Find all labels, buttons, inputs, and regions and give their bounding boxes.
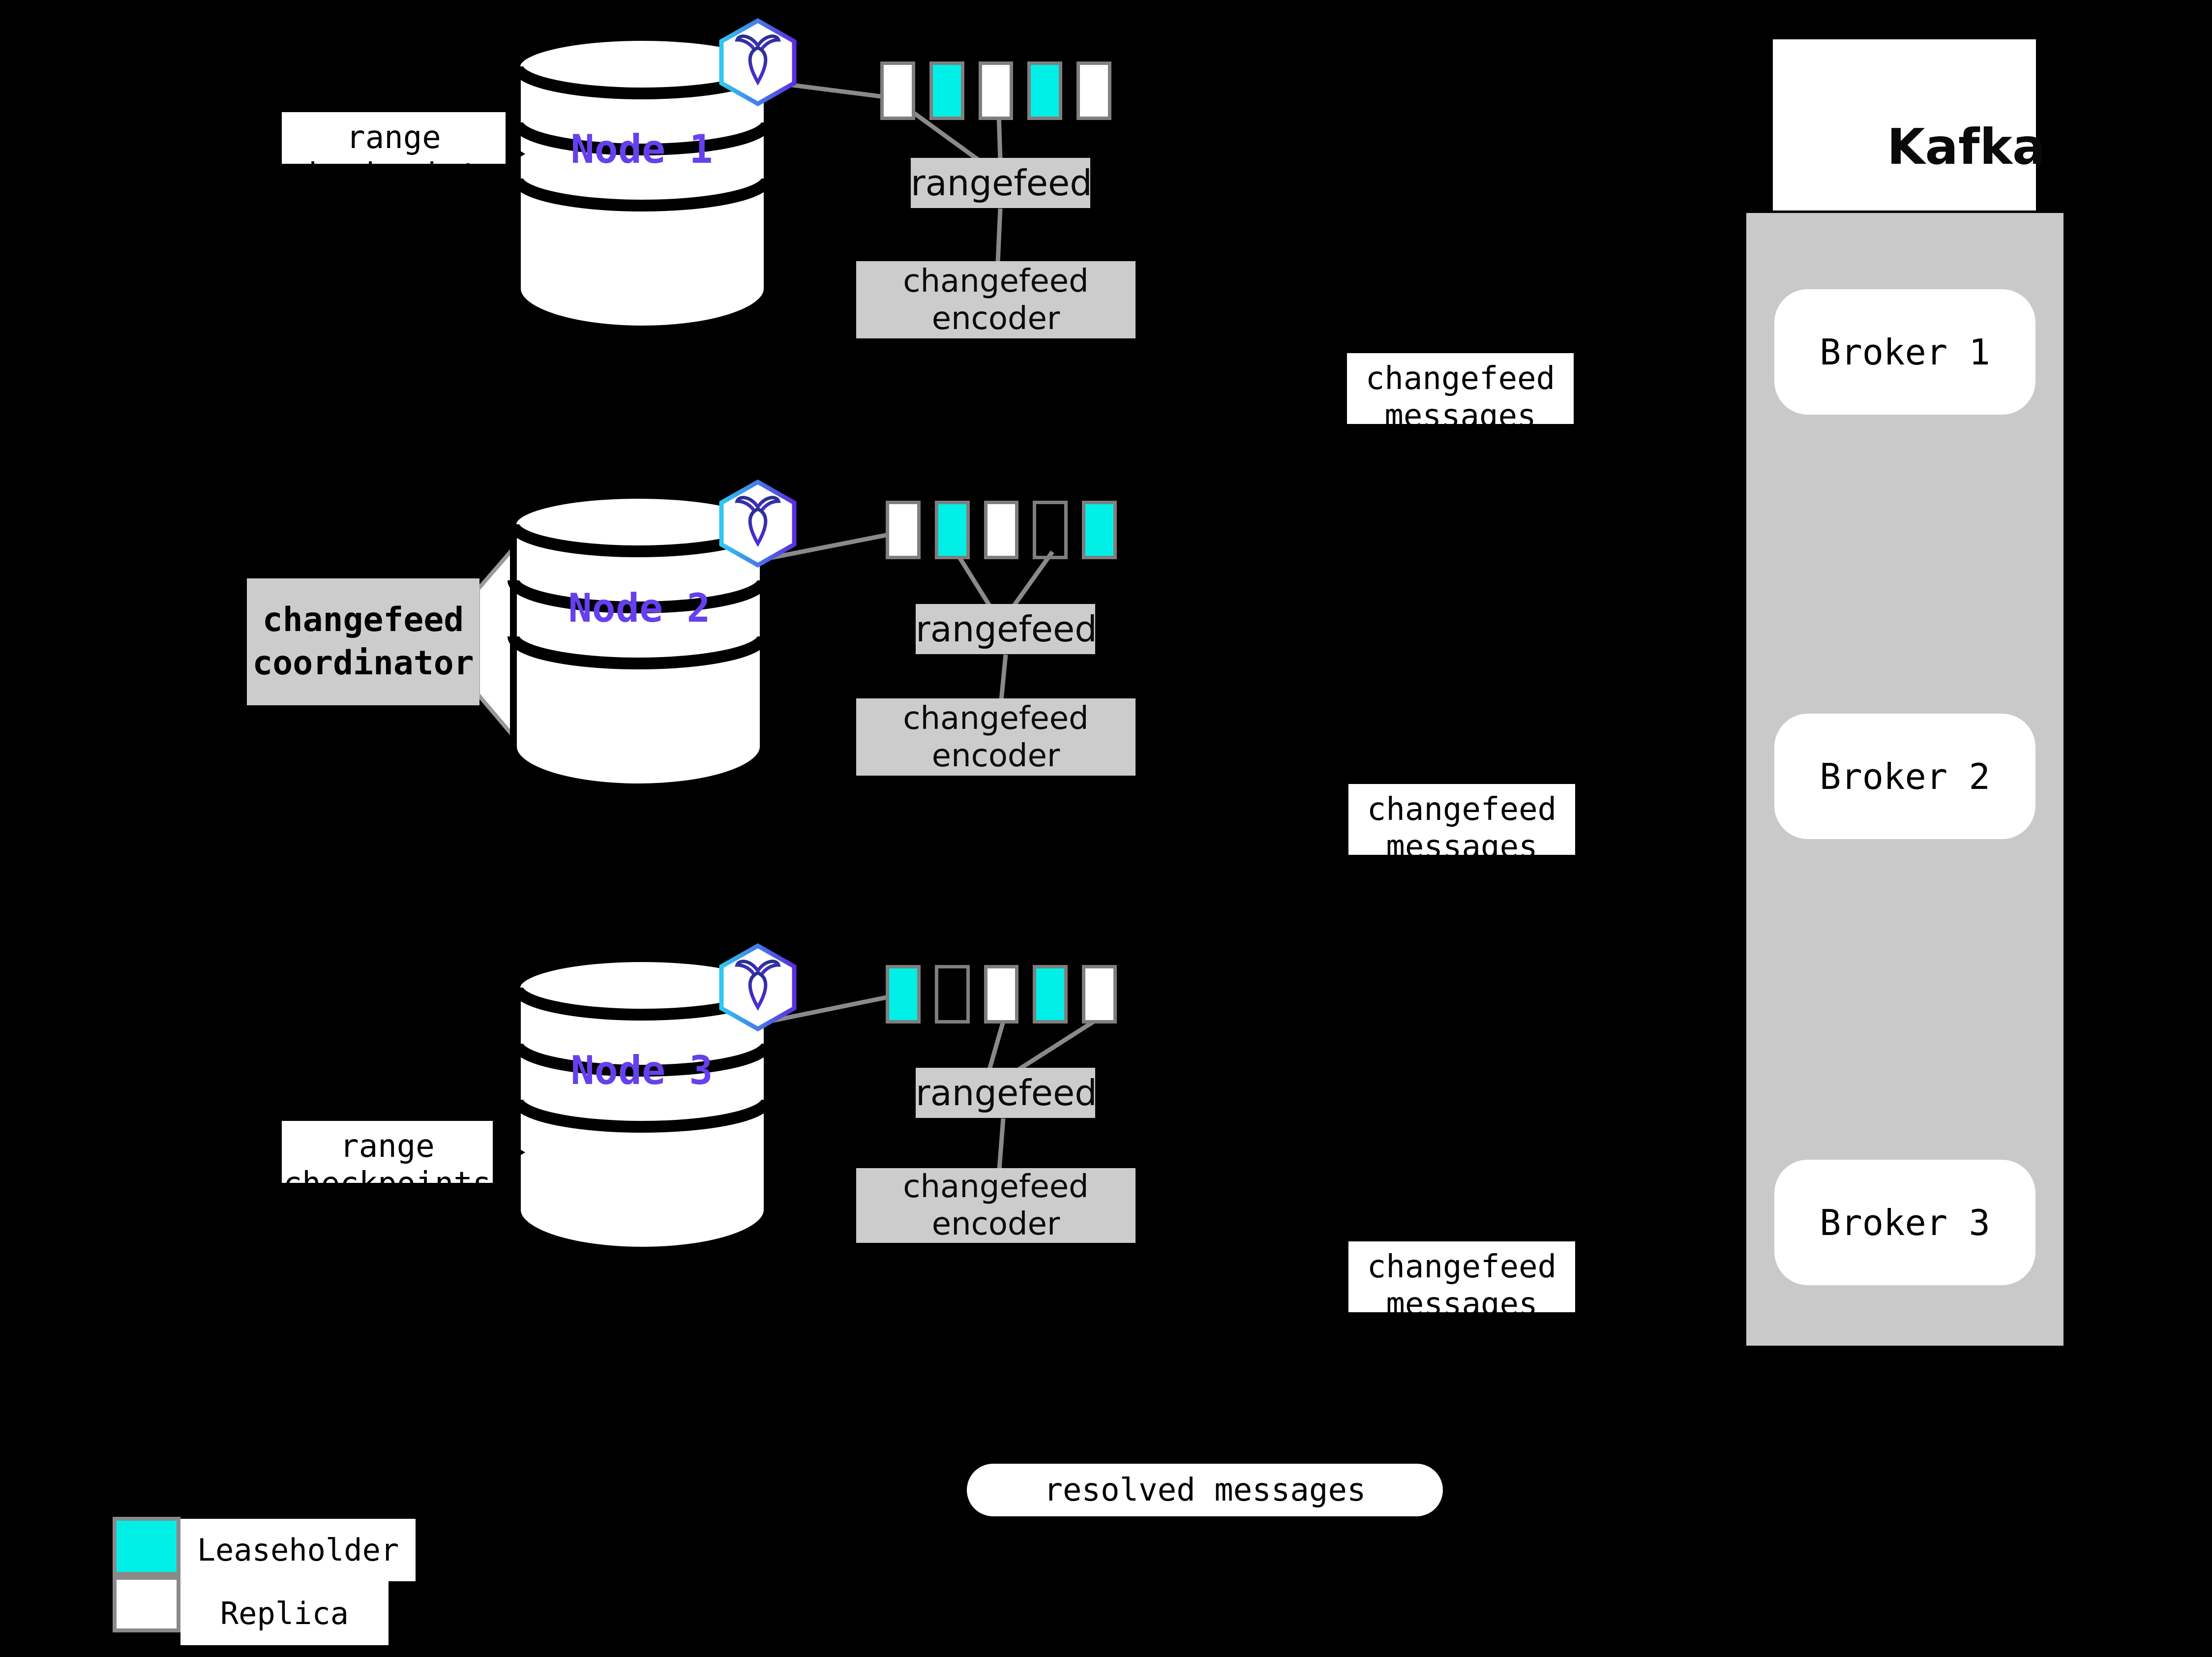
range-cell bbox=[1033, 965, 1068, 1024]
node2-cylinder-icon bbox=[508, 493, 769, 790]
range-cell bbox=[880, 61, 915, 120]
range-cell bbox=[886, 501, 921, 559]
range-cell bbox=[1027, 61, 1063, 120]
messages-line2: messages bbox=[1386, 1286, 1538, 1312]
line-rangefeed-to-encoder-3 bbox=[997, 1118, 1006, 1170]
line-range2-to-rangefeed-2 bbox=[954, 550, 991, 607]
range-cell bbox=[886, 965, 921, 1024]
broker-1-label: Broker 1 bbox=[1820, 331, 1990, 373]
cockroachdb-logo-node1 bbox=[719, 18, 797, 107]
rangefeed-box-node1: rangefeed bbox=[911, 158, 1092, 208]
rangefeed-box-node2: rangefeed bbox=[916, 604, 1097, 654]
range-checkpoints-line2: checkpoints bbox=[282, 1165, 493, 1183]
range-cell bbox=[929, 61, 964, 120]
node3-cylinder-icon bbox=[511, 956, 773, 1254]
legend-label-leaseholder: Leaseholder bbox=[180, 1519, 416, 1581]
line-rangefeed-to-encoder-2 bbox=[999, 654, 1008, 701]
line-range4-to-rangefeed-2 bbox=[1012, 550, 1054, 607]
broker-3-label: Broker 3 bbox=[1820, 1202, 1990, 1243]
coordinator-line2: coordinator bbox=[252, 644, 474, 683]
range-cell bbox=[934, 965, 970, 1024]
node-2-ranges bbox=[886, 501, 1117, 559]
range-checkpoints-line1: range bbox=[340, 1128, 435, 1165]
node-2-label: Node 2 bbox=[568, 585, 711, 631]
cockroachdb-logo-node3 bbox=[719, 943, 797, 1032]
range-cell bbox=[984, 965, 1019, 1024]
changefeed-encoder-box-node1: changefeed encoder bbox=[856, 261, 1136, 338]
line-range5-to-rangefeed-3 bbox=[1017, 1016, 1101, 1071]
connector-lines bbox=[768, 80, 1101, 1170]
changefeed-messages-label-2: changefeed messages bbox=[1348, 784, 1575, 855]
encoder-line1: changefeed bbox=[903, 263, 1089, 300]
legend-swatch-leaseholder bbox=[113, 1517, 180, 1576]
range-checkpoints-line1: range bbox=[346, 120, 441, 156]
range-checkpoints-line2: checkpoints bbox=[282, 156, 506, 164]
broker-2-label: Broker 2 bbox=[1820, 755, 1990, 797]
range-cell bbox=[1033, 501, 1068, 559]
range-cell bbox=[978, 61, 1014, 120]
changefeed-encoder-box-node3: changefeed encoder bbox=[856, 1168, 1136, 1243]
changefeed-messages-label-1: changefeed messages bbox=[1347, 353, 1574, 424]
node1-cylinder-icon bbox=[511, 35, 773, 332]
cockroachdb-logo-node2 bbox=[719, 479, 797, 568]
legend-swatch-replica bbox=[113, 1576, 180, 1632]
encoder-line1: changefeed bbox=[903, 1169, 1089, 1205]
kafka-logo-card: Kafka bbox=[1773, 39, 2045, 211]
coordinator-line1: changefeed bbox=[262, 601, 464, 639]
changefeed-encoder-box-node2: changefeed encoder bbox=[856, 698, 1136, 776]
messages-line2: messages bbox=[1384, 398, 1536, 424]
broker-1-box: Broker 1 bbox=[1774, 289, 2035, 415]
node-3-ranges bbox=[886, 965, 1117, 1024]
line-range3-to-rangefeed-3 bbox=[987, 1017, 1007, 1070]
line-range1-to-rangefeed-1 bbox=[911, 110, 979, 161]
legend-label-replica: Replica bbox=[180, 1581, 389, 1645]
range-cell bbox=[1082, 965, 1117, 1024]
changefeed-messages-label-3: changefeed messages bbox=[1348, 1241, 1575, 1312]
arrowhead-into-node3 bbox=[510, 1144, 525, 1161]
broker-3-box: Broker 3 bbox=[1774, 1160, 2035, 1285]
changefeed-coordinator-box: changefeed coordinator bbox=[247, 578, 479, 705]
rangefeed-box-node3: rangefeed bbox=[916, 1068, 1097, 1118]
messages-line1: changefeed bbox=[1367, 791, 1557, 828]
line-range3-to-rangefeed-1 bbox=[996, 114, 1003, 160]
range-cell bbox=[1082, 501, 1117, 559]
encoder-line1: changefeed bbox=[903, 700, 1089, 737]
resolved-messages-pill: resolved messages bbox=[967, 1464, 1443, 1516]
range-cell bbox=[984, 501, 1019, 559]
encoder-line2: encoder bbox=[931, 737, 1060, 774]
encoder-line2: encoder bbox=[931, 1206, 1060, 1242]
messages-line2: messages bbox=[1386, 829, 1538, 855]
range-checkpoints-label-node3: range checkpoints bbox=[282, 1121, 493, 1183]
line-node2-to-range bbox=[768, 533, 887, 561]
messages-line1: changefeed bbox=[1367, 1249, 1557, 1285]
messages-line1: changefeed bbox=[1365, 361, 1555, 397]
broker-2-box: Broker 2 bbox=[1774, 714, 2035, 839]
kafka-wordmark: Kafka bbox=[1887, 118, 2046, 176]
node-1-label: Node 1 bbox=[570, 126, 713, 172]
encoder-line2: encoder bbox=[931, 300, 1060, 337]
range-cell bbox=[934, 501, 970, 559]
range-cell bbox=[1076, 61, 1111, 120]
arrowhead-into-node1 bbox=[510, 145, 525, 163]
line-rangefeed-to-encoder-1 bbox=[995, 208, 1003, 263]
node-3-label: Node 3 bbox=[570, 1048, 713, 1093]
line-node3-to-range bbox=[773, 995, 887, 1023]
range-checkpoints-label-node1: range checkpoints bbox=[282, 112, 506, 164]
node-1-ranges bbox=[880, 61, 1111, 120]
